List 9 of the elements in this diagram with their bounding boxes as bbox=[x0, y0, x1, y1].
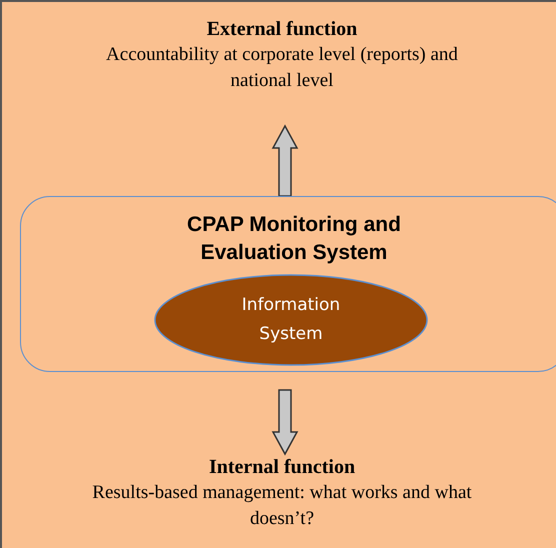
heading: Internal function bbox=[208, 455, 356, 480]
ellipse-label: Information System bbox=[240, 294, 342, 346]
description-text: Results-based management: what works and what doesn’t? bbox=[92, 481, 472, 531]
block-arrow bbox=[272, 124, 298, 197]
box-title: CPAP Monitoring and Evaluation System bbox=[186, 212, 402, 266]
heading: External function bbox=[206, 17, 358, 42]
rounded-box bbox=[20, 196, 556, 372]
description-text: Accountability at corporate level (reports) and national level bbox=[105, 43, 459, 93]
block-arrow bbox=[272, 389, 298, 456]
